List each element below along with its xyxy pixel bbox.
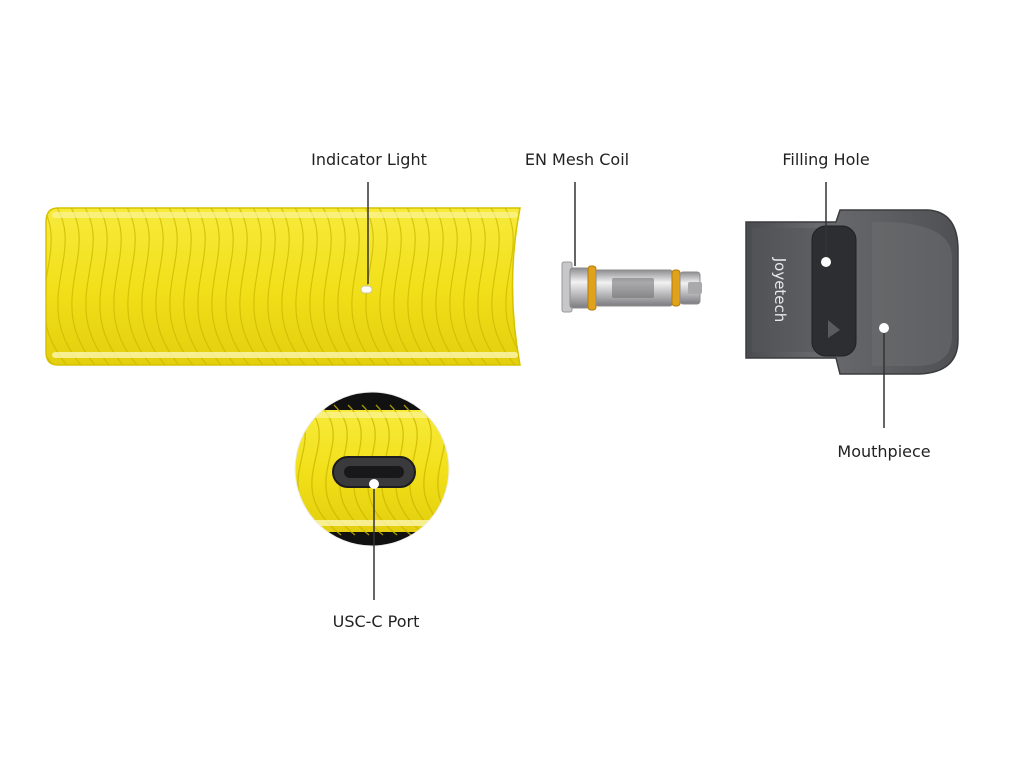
wave-line: [295, 404, 300, 536]
device-top-highlight: [52, 212, 518, 218]
label-usb-c-port: USC-C Port: [332, 612, 420, 631]
pod-brand-text: Joyetech: [771, 257, 789, 323]
wave-line: [305, 404, 342, 536]
wave-line: [445, 404, 449, 536]
wave-line: [135, 208, 172, 365]
wave-line: [485, 208, 520, 365]
coil-o-ring-right: [671, 269, 681, 307]
wave-line: [177, 208, 214, 365]
wave-line: [415, 208, 452, 365]
label-mouthpiece: Mouthpiece: [837, 442, 931, 461]
wave-line: [401, 208, 438, 365]
wave-line: [121, 208, 158, 365]
wave-line: [205, 208, 242, 365]
wave-line: [303, 208, 340, 365]
label-indicator-light: Indicator Light: [311, 150, 427, 169]
pod-cartridge: Joyetech: [745, 209, 959, 375]
wave-line: [460, 405, 495, 535]
wave-texture: [10, 200, 563, 372]
wave-line: [457, 208, 494, 365]
label-filling-hole: Filling Hole: [782, 150, 870, 169]
wave-line: [46, 208, 74, 365]
wave-line: [317, 208, 354, 365]
wave-line: [191, 208, 228, 365]
wave-line: [250, 405, 285, 535]
wave-line: [289, 208, 326, 365]
wave-line: [261, 208, 298, 365]
coil-o-ring-left: [587, 265, 597, 311]
wave-line: [219, 208, 256, 365]
wave-line: [513, 208, 520, 365]
wave-line: [429, 208, 466, 365]
callout-dot-mouthpiece: [879, 323, 889, 333]
wave-line: [51, 208, 88, 365]
filling-hole-cover: [811, 225, 857, 357]
wave-line: [471, 208, 508, 365]
wave-line: [331, 208, 368, 365]
wave-line: [387, 208, 424, 365]
callout-dot-filling-hole: [821, 257, 831, 267]
leader-lines: [367, 182, 885, 600]
label-en-mesh-coil: EN Mesh Coil: [524, 150, 630, 169]
device-bottom-highlight: [52, 352, 518, 358]
wave-line: [275, 208, 312, 365]
wave-line: [247, 208, 284, 365]
wave-line: [499, 208, 520, 365]
wave-line: [65, 208, 102, 365]
wave-line: [443, 208, 480, 365]
wave-line: [163, 208, 200, 365]
callout-dot-usb-c: [369, 479, 379, 489]
indicator-light: [360, 285, 373, 294]
usb-c-zoom-inset: [250, 391, 495, 547]
wave-line: [107, 208, 144, 365]
mesh-coil: [561, 261, 702, 313]
wave-line: [528, 200, 563, 372]
wave-line: [345, 208, 382, 365]
wave-line: [233, 208, 270, 365]
wave-line: [93, 208, 130, 365]
wave-line: [373, 208, 410, 365]
wave-line: [319, 404, 356, 536]
wave-line: [79, 208, 116, 365]
wave-line: [149, 208, 186, 365]
wave-line: [10, 200, 45, 372]
device-body: [10, 200, 563, 372]
